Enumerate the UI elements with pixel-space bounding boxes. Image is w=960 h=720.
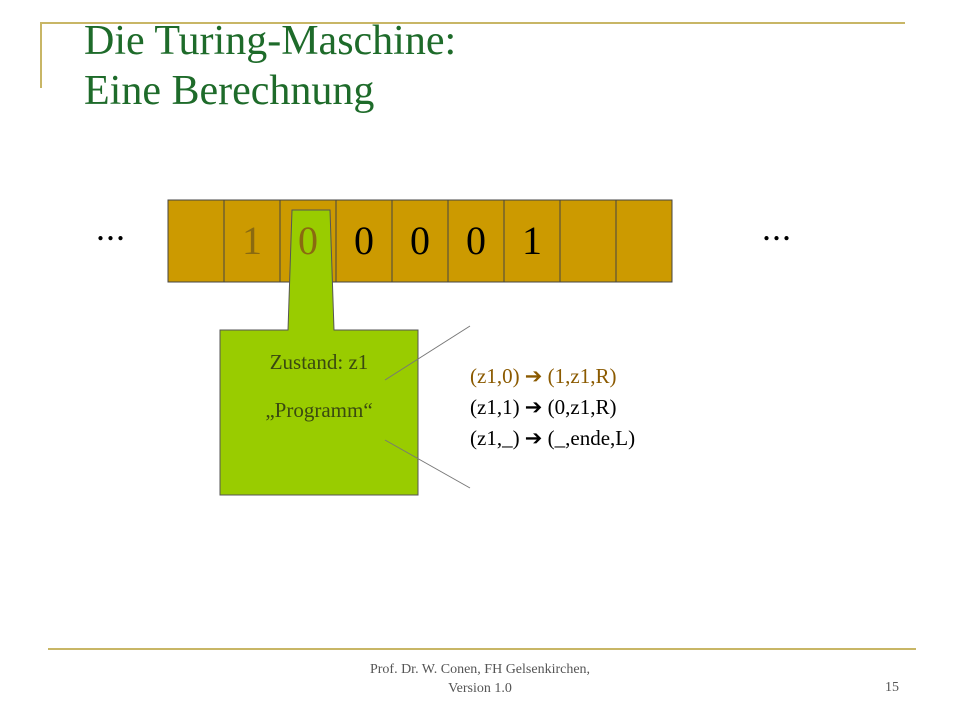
tape-cell (559, 199, 617, 283)
tape-symbol: 0 (410, 218, 430, 263)
title-line-1: Die Turing-Maschine: (84, 18, 457, 64)
tape-cell (447, 199, 505, 283)
footer-author: Prof. Dr. W. Conen, FH Gelsenkirchen, Ve… (330, 660, 630, 698)
tape-symbol: 0 (466, 218, 486, 263)
tape-cell (391, 199, 449, 283)
read-write-head (219, 209, 419, 496)
page-number: 15 (885, 680, 899, 695)
tape-symbol: 1 (242, 218, 262, 263)
rule-1: (z1,0) ➔ (1,z1,R) (470, 364, 617, 388)
tape-symbol: 1 (522, 218, 542, 263)
bottom-accent-line (48, 648, 916, 650)
slide-title: Die Turing-Maschine: Eine Berechnung (84, 16, 456, 116)
tape-ellipsis-left: ... (96, 208, 126, 248)
footer-line-1: Prof. Dr. W. Conen, FH Gelsenkirchen, (369, 662, 591, 677)
connector-line-top (384, 325, 471, 381)
head-overlay: 0 (298, 218, 318, 263)
rule-3: (z1,_) ➔ (_,ende,L) (470, 426, 636, 450)
title-line-2: Eine Berechnung (84, 68, 375, 114)
tape-ellipsis-right: ... (762, 208, 792, 248)
tape-cell (503, 199, 561, 283)
footer-line-2: Version 1.0 (448, 681, 512, 696)
head-state-label: Zustand: z1 (269, 350, 369, 374)
connector-line-bottom (384, 439, 471, 489)
tape-symbol: 0 (298, 218, 318, 263)
tape-cell (335, 199, 393, 283)
tape-cell (615, 199, 673, 283)
tape-symbol: 0 (354, 218, 374, 263)
rule-2: (z1,1) ➔ (0,z1,R) (470, 395, 617, 419)
top-accent-line (40, 22, 905, 24)
tape-cell (167, 199, 225, 283)
left-accent-line (40, 22, 42, 88)
head-program-label: „Programm“ (265, 398, 373, 422)
tape-cell (223, 199, 281, 283)
